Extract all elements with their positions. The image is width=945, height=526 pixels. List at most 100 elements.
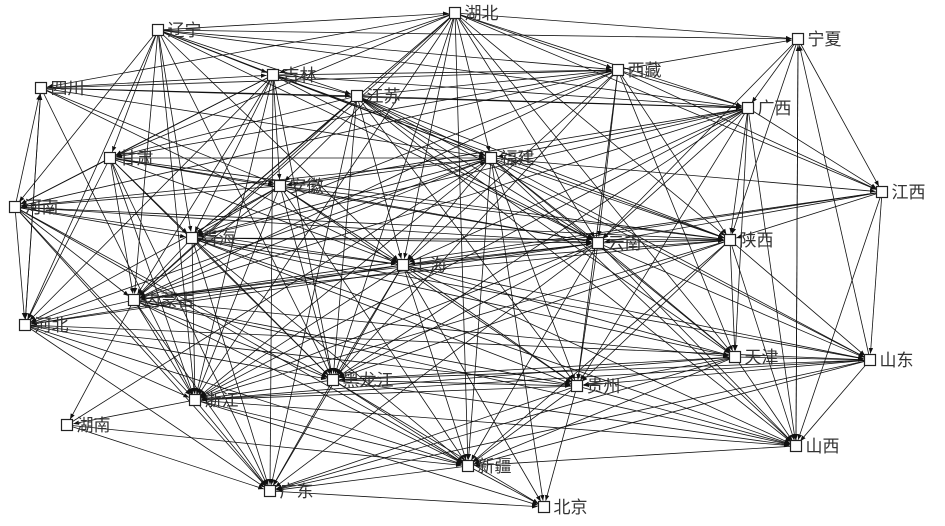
- node-jiangsu: 江苏: [350, 87, 401, 107]
- edge-shanghai-zhejiang: [200, 264, 404, 397]
- edge-fujian-xinjiang: [466, 157, 492, 460]
- node-label-tianjin: 天津: [745, 348, 779, 368]
- node-label-shandong: 山东: [880, 351, 914, 371]
- node-fujian: 福建: [484, 149, 535, 169]
- edge-neimenggu-heilongjiang: [133, 299, 328, 378]
- edge-hubei-ningxia: [454, 12, 792, 41]
- edge-gansu-shaanxi: [109, 157, 724, 241]
- node-layer: 辽宁湖北宁夏四川吉林西藏江苏广西甘肃福建安徽江西河南青海云南陕西上海内蒙古河北天…: [8, 4, 926, 518]
- edge-guizhou-zhejiang: [201, 385, 578, 402]
- edge-hebei-xinjiang: [24, 324, 462, 465]
- node-shanghai: 上海: [396, 256, 447, 276]
- node-box-hubei: [448, 6, 462, 20]
- node-label-hebei: 河北: [35, 316, 69, 336]
- edge-shanghai-tianjin: [402, 264, 729, 356]
- node-label-zhejiang: 浙江: [205, 391, 239, 411]
- edge-anhui-yunnan: [279, 185, 592, 244]
- edge-jiangsu-guangdong: [270, 95, 358, 485]
- edge-layer: [14, 11, 883, 509]
- node-box-liaoning: [151, 23, 165, 37]
- edge-henan-heilongjiang: [14, 206, 328, 378]
- edge-guangxi-guizhou: [580, 107, 749, 381]
- edge-guangxi-shaanxi: [729, 107, 749, 234]
- edge-hunan-guangdong: [66, 424, 264, 490]
- edge-qinghai-heilongjiang: [191, 237, 329, 376]
- node-label-sichuan: 四川: [51, 79, 85, 99]
- edge-sichuan-shanghai: [40, 87, 398, 263]
- edge-jilin-guangxi: [272, 74, 742, 110]
- edge-yunnan-shandong: [597, 242, 865, 358]
- edge-jiangxi-neimenggu: [140, 191, 883, 301]
- edge-zhejiang-hunan: [73, 399, 196, 425]
- edge-sichuan-fujian: [40, 87, 485, 159]
- node-box-qinghai: [185, 231, 199, 245]
- node-label-guizhou: 贵州: [587, 377, 621, 397]
- node-label-xizang: 西藏: [628, 61, 662, 81]
- edge-guizhou-beijing: [545, 385, 578, 501]
- edge-shaanxi-shanxi: [729, 239, 795, 440]
- node-box-jiangxi: [875, 185, 889, 199]
- edge-jiangsu-xizang: [356, 68, 612, 97]
- node-box-anhui: [273, 179, 287, 193]
- edge-guangxi-zhejiang: [200, 107, 749, 398]
- node-hunan: 湖南: [60, 416, 111, 436]
- edge-tianjin-xinjiang: [473, 356, 736, 464]
- edge-jilin-hebei: [29, 74, 274, 321]
- node-label-guangxi: 广西: [758, 99, 792, 119]
- edge-ningxia-shaanxi: [731, 38, 799, 234]
- edge-anhui-henan: [21, 185, 281, 209]
- node-hebei: 河北: [18, 316, 69, 336]
- edge-guangxi-shanxi: [747, 107, 797, 440]
- edge-guangxi-yunnan: [602, 107, 749, 239]
- edge-shandong-guizhou: [583, 359, 871, 388]
- node-heilongjiang: 黑龙江: [326, 371, 394, 391]
- edge-liaoning-shanghai: [157, 29, 399, 261]
- edge-henan-shaanxi: [14, 206, 724, 242]
- node-box-yunnan: [591, 236, 605, 250]
- edge-hubei-shanghai: [403, 12, 456, 259]
- edge-hebei-shandong: [24, 324, 864, 362]
- edge-shandong-ningxia: [798, 45, 871, 361]
- edge-sichuan-jilin: [40, 73, 267, 89]
- edge-xizang-ningxia: [617, 38, 792, 71]
- edge-anhui-shaanxi: [279, 185, 724, 241]
- node-label-yunnan: 云南: [608, 234, 642, 254]
- edge-jilin-heilongjiang: [272, 74, 333, 374]
- edge-heilongjiang-beijing: [332, 379, 539, 504]
- edge-jiangsu-shanghai: [356, 95, 402, 259]
- edge-liaoning-guangxi: [157, 29, 742, 109]
- edge-sichuan-zhejiang: [40, 87, 193, 395]
- edge-henan-zhejiang: [14, 206, 191, 396]
- edge-neimenggu-hunan: [69, 299, 135, 420]
- node-box-guangdong: [263, 484, 277, 498]
- edge-xizang-guizhou: [576, 69, 619, 380]
- edge-xizang-guangxi: [617, 69, 742, 107]
- edge-yunnan-guizhou: [576, 242, 599, 380]
- edge-xizang-gansu: [116, 69, 619, 159]
- edge-qinghai-neimenggu: [138, 237, 193, 296]
- node-box-xinjiang: [461, 459, 475, 473]
- node-guangdong: 广东: [263, 482, 314, 502]
- edge-yunnan-hebei: [31, 242, 599, 326]
- edge-yunnan-neimenggu: [140, 242, 599, 301]
- edge-guangxi-shanghai: [408, 107, 749, 263]
- edge-yunnan-guangdong: [274, 242, 599, 488]
- node-label-fujian: 福建: [501, 149, 535, 169]
- edge-jilin-neimenggu: [137, 74, 274, 295]
- edge-fujian-jiangxi: [490, 157, 876, 194]
- edge-jiangsu-heilongjiang: [331, 95, 358, 374]
- node-box-henan: [8, 200, 22, 214]
- node-beijing: 北京: [537, 498, 588, 518]
- node-guangxi: 广西: [741, 99, 792, 119]
- edge-anhui-hebei: [30, 185, 281, 323]
- node-label-shanxi: 山西: [806, 437, 840, 457]
- edge-shandong-shanxi: [799, 359, 871, 442]
- edge-yunnan-xinjiang: [470, 242, 599, 461]
- edge-jiangxi-shandong: [868, 191, 883, 354]
- edge-hebei-sichuan: [24, 94, 43, 326]
- edge-qinghai-shandong: [191, 237, 864, 361]
- edge-jiangxi-yunnan: [604, 191, 883, 244]
- edge-sichuan-anhui: [40, 87, 275, 184]
- node-label-neimenggu: 内蒙古: [144, 291, 195, 311]
